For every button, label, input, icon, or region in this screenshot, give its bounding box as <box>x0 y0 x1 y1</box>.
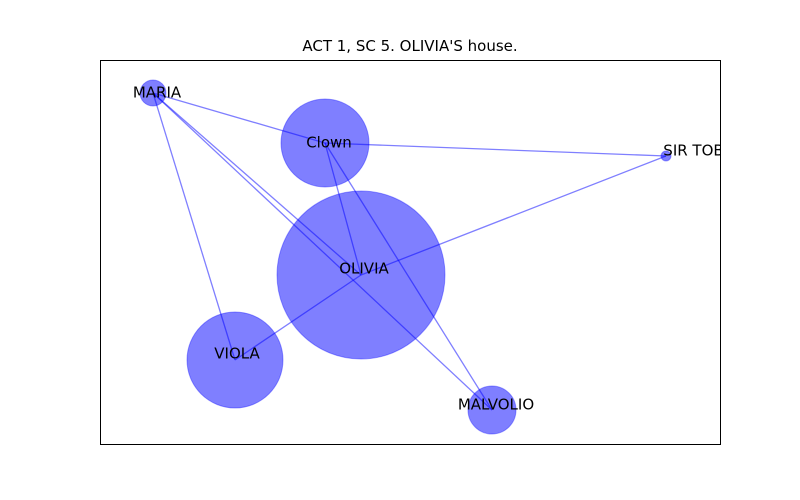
node-clown <box>280 98 370 188</box>
nodes-layer <box>139 79 672 435</box>
node-label-maria: MARIA <box>133 84 182 102</box>
labels-layer: MARIA Clown SIR TOBY BELCH OLIVIA VIOLA MALVO… <box>133 84 786 414</box>
node-maria <box>139 79 167 107</box>
node-viola <box>186 311 284 409</box>
edge-clown-sirtoby <box>324 142 667 157</box>
node-label-malvolio: MALVOLIO <box>458 396 534 414</box>
node-label-sirtoby: SIR TOBY BELCH <box>663 142 786 160</box>
axes-frame <box>100 60 721 445</box>
chart-title: ACT 1, SC 5. OLIVIA'S house. <box>302 37 517 55</box>
node-label-viola: VIOLA <box>214 345 260 363</box>
node-sirtoby <box>660 150 672 162</box>
node-label-clown: Clown <box>306 134 352 152</box>
node-malvolio <box>467 385 517 435</box>
plot-area: MARIA Clown SIR TOBY BELCH OLIVIA VIOLA MALVO… <box>133 79 786 435</box>
node-label-olivia: OLIVIA <box>339 260 389 278</box>
node-olivia <box>276 190 446 360</box>
